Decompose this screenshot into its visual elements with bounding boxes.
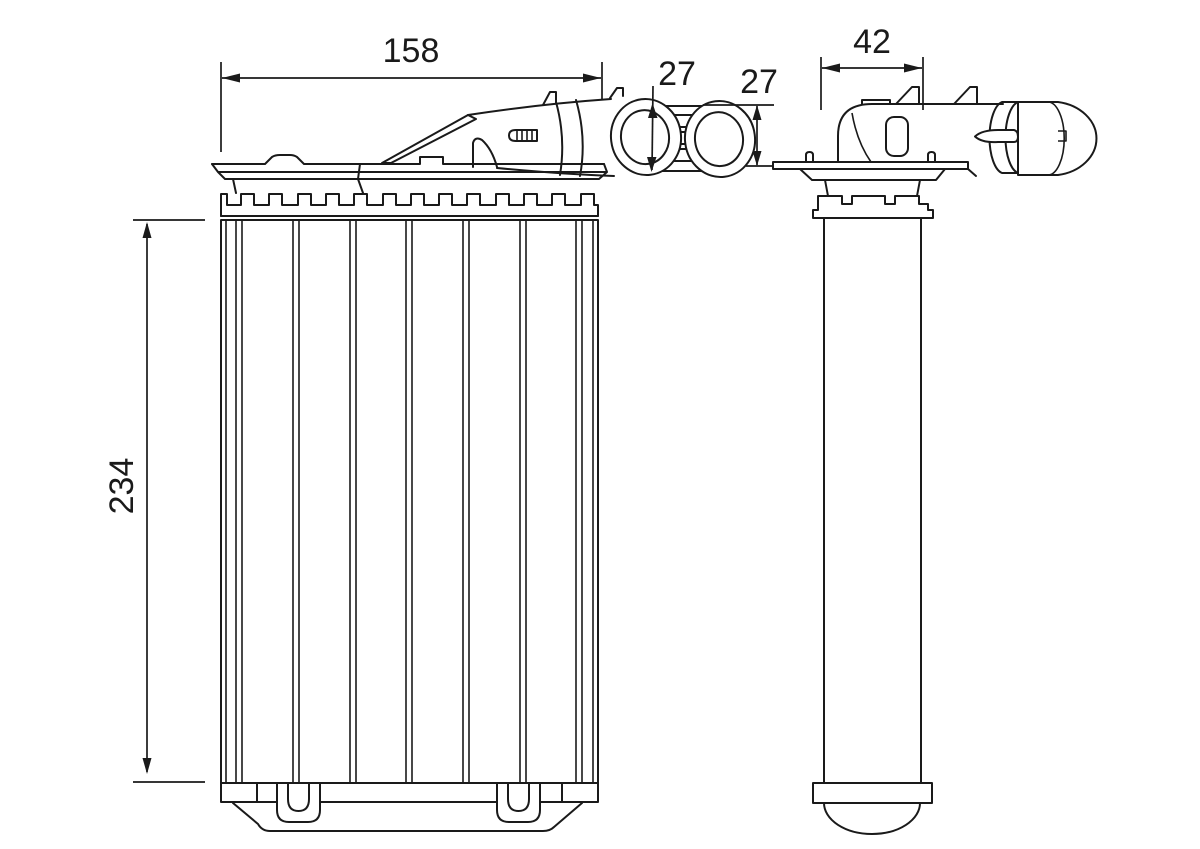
side-bottom-dome xyxy=(823,802,921,835)
ribbed-stub-ribs xyxy=(516,130,533,141)
dimension-27-inner: 27 xyxy=(647,55,696,172)
dimension-label-pipe-inner: 27 xyxy=(658,55,696,93)
side-tank-ledge xyxy=(861,99,891,105)
core-side-inner-lines xyxy=(225,221,594,783)
mounting-foot-left xyxy=(276,782,321,823)
dimension-158: 158 xyxy=(220,32,603,152)
dim-42-arrow-left xyxy=(822,63,840,73)
side-neck-lines xyxy=(824,179,921,197)
pipe-bottom-edge xyxy=(496,167,615,177)
pipe-fin-2 xyxy=(609,87,624,99)
pipe-collar-rear xyxy=(683,100,757,178)
side-bottom-flange xyxy=(812,782,933,804)
side-tank-fin-2 xyxy=(953,86,978,105)
side-tank-curve xyxy=(851,112,872,163)
side-peg-right xyxy=(927,151,936,163)
dim-234-extension-lines xyxy=(133,219,205,783)
side-pipe-step xyxy=(1058,130,1067,142)
dimension-label-core-depth: 42 xyxy=(853,23,891,61)
dim-27-outer-arrow-up xyxy=(752,105,762,120)
side-flange-tail xyxy=(967,168,977,177)
dim-158-arrow-right xyxy=(583,73,601,83)
dimension-27-outer: 27 xyxy=(703,63,778,167)
dim-27-inner-arrow-down xyxy=(647,157,657,172)
top-plate-edge xyxy=(211,154,605,165)
pipe-section-arcs xyxy=(555,99,584,177)
dimension-label-core-width: 158 xyxy=(383,32,440,70)
dim-234-arrow-up xyxy=(142,222,152,238)
pipe-scoop xyxy=(472,137,498,168)
plate-to-header-links xyxy=(232,178,364,194)
side-flange xyxy=(772,161,969,170)
dim-27-inner-line xyxy=(651,85,654,171)
mounting-foot-right xyxy=(496,782,541,823)
bottom-band xyxy=(220,782,599,803)
side-pipe-lens xyxy=(974,129,1019,144)
side-peg-left xyxy=(805,151,814,163)
core-outline xyxy=(220,219,599,784)
crimp-strip xyxy=(220,193,599,217)
side-pipe-rim xyxy=(1047,101,1065,176)
side-tank-fin-1 xyxy=(895,86,920,105)
side-column xyxy=(823,217,922,784)
pipe-collar-front xyxy=(609,98,683,176)
side-pipe-body xyxy=(1017,101,1098,176)
front-view xyxy=(211,87,757,832)
top-plate-divider xyxy=(357,163,361,180)
dim-158-extension-lines xyxy=(220,62,603,152)
dim-42-extension-lines xyxy=(820,57,924,110)
side-tray xyxy=(799,168,946,181)
side-tank-window xyxy=(885,116,909,157)
core-tubes xyxy=(235,220,583,783)
dim-234-arrow-down xyxy=(142,758,152,774)
dimension-label-pipe-outer: 27 xyxy=(740,63,778,101)
pipe-top-edge xyxy=(467,98,612,116)
side-tank-outline xyxy=(837,103,1004,163)
dim-158-arrow-left xyxy=(222,73,240,83)
dim-27-inner-arrow-up xyxy=(648,103,658,118)
side-crimp-ring xyxy=(812,195,934,219)
dimension-234: 234 xyxy=(103,219,205,783)
dim-42-arrow-right xyxy=(904,63,922,73)
ribbed-stub xyxy=(508,129,538,142)
dimension-42: 42 xyxy=(820,23,924,110)
dimension-label-core-height: 234 xyxy=(103,458,141,515)
dim-27-outer-extension-lines xyxy=(703,104,774,167)
pipe-duct xyxy=(381,114,477,164)
dim-27-outer-arrow-down xyxy=(752,151,762,166)
side-view xyxy=(772,86,1098,835)
bottom-tank xyxy=(232,802,583,832)
pipe-fin-1 xyxy=(542,91,557,106)
